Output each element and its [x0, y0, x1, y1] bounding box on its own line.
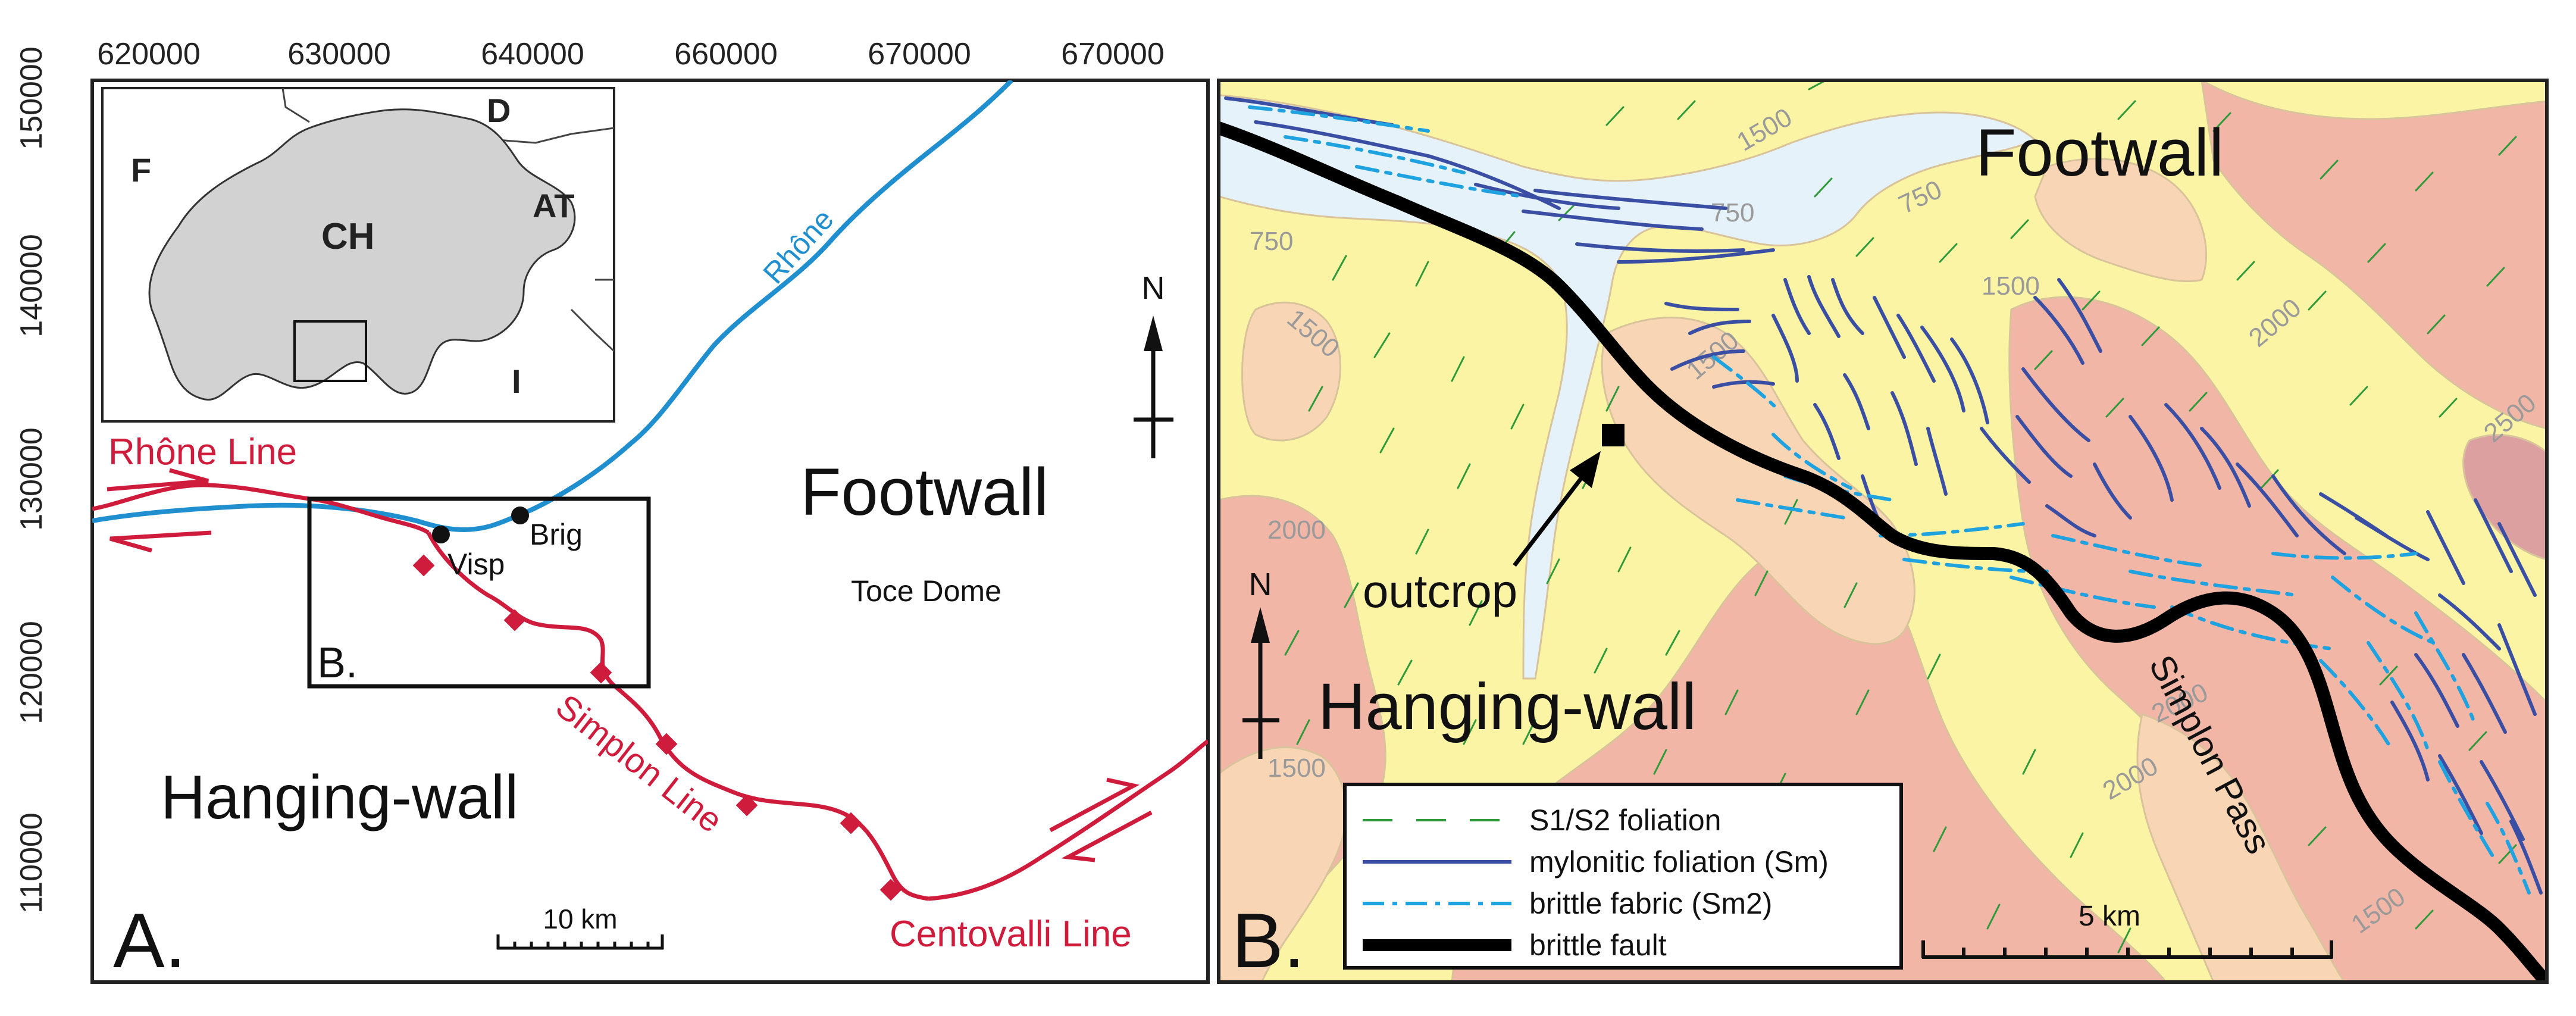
mylonitic-foliation: [1224, 96, 2543, 895]
outcrop-marker: [1602, 424, 1625, 446]
centovalli-line-arrow-upper: [1049, 777, 1140, 833]
panel-a-x-axis: 620000 630000 640000 660000 670000 67000…: [97, 37, 1165, 71]
north-label: N: [1142, 270, 1165, 306]
peach-unit: [2034, 158, 2207, 283]
inset-study-box: [293, 320, 367, 382]
outcrop-label: outcrop: [1363, 565, 1517, 617]
y-tick-label: 130000: [14, 427, 49, 531]
fault-tooth: [412, 554, 435, 577]
fault-tooth: [655, 733, 678, 755]
panel-a: 620000 630000 640000 660000 670000 67000…: [14, 37, 1210, 984]
brig-dot: [511, 507, 529, 524]
visp-dot: [432, 526, 450, 543]
y-tick-label: 110000: [14, 812, 49, 914]
legend-item-brittle-fabric: brittle fabric (Sm2): [1363, 887, 1772, 920]
x-tick-label: 660000: [674, 37, 778, 71]
panel-a-letter: A.: [113, 897, 186, 984]
footwall-label-b: Footwall: [1976, 115, 2224, 190]
legend-item-brittle-fault: brittle fault: [1363, 929, 1667, 962]
outcrop-arrow-head: [1570, 451, 1601, 488]
toce-dome-label: Toce Dome: [851, 574, 1001, 608]
contour-label: 750: [1250, 227, 1293, 256]
panel-b: 1500 750 750 1500 750 1500 2000 2000 250…: [1217, 79, 2549, 984]
rhone-river: [92, 80, 1013, 532]
box-b-label: B.: [317, 639, 358, 687]
footwall-label: Footwall: [800, 455, 1048, 529]
panel-b-frame: [1217, 79, 2549, 984]
inset-label-d: D: [487, 92, 511, 129]
scale-label: 10 km: [543, 904, 617, 934]
hanging-wall-label: Hanging-wall: [161, 763, 518, 832]
inset-border-i: [570, 308, 614, 352]
pink-unit: [1241, 301, 1341, 442]
contour-label: 750: [1711, 198, 1754, 227]
inset-map: F D CH AT I: [101, 87, 615, 423]
peach-unit: [1601, 317, 1915, 645]
y-tick-label: 150000: [14, 46, 49, 150]
switzerland-shape: [148, 108, 576, 401]
x-tick-label: 620000: [97, 37, 201, 71]
legend: S1/S2 foliation mylonitic foliation (Sm)…: [1343, 783, 1903, 970]
panel-a-north-arrow: N: [1134, 270, 1173, 458]
centovalli-line-arrow-lower: [1061, 810, 1153, 862]
inset-label-at: AT: [533, 187, 575, 224]
panel-a-y-axis: 150000 140000 130000 120000 110000: [14, 46, 49, 914]
legend-box: [1343, 783, 1903, 970]
fault-tooth: [503, 609, 526, 632]
inset-label-i: I: [512, 362, 521, 400]
inset-border-d: [281, 88, 310, 123]
inset-label-f: F: [131, 151, 151, 189]
centovalli-line: [928, 739, 1208, 901]
y-tick-label: 120000: [14, 621, 49, 724]
panel-b-scale-bar: 5 km: [1921, 901, 2333, 959]
simplon-line-teeth: [412, 554, 902, 901]
fault-tooth: [735, 794, 758, 817]
panel-b-letter: B.: [1232, 897, 1305, 984]
x-tick-label: 670000: [868, 37, 971, 71]
north-arrow-head: [1144, 315, 1163, 351]
inset-border-at: [496, 127, 614, 144]
contour-label: 1500: [1982, 271, 2040, 301]
legend-label: S1/S2 foliation: [1529, 804, 1721, 837]
contour-label: 1500: [1267, 754, 1326, 783]
rhone-line-arrow-lower: [109, 530, 212, 553]
outcrop-arrow: [1513, 474, 1585, 567]
y-tick-label: 140000: [14, 234, 49, 337]
legend-label: brittle fabric (Sm2): [1529, 887, 1772, 920]
legend-item-s1s2: S1/S2 foliation: [1363, 804, 1721, 837]
brittle-fabric: [1248, 105, 2531, 895]
x-tick-label: 640000: [481, 37, 584, 71]
north-label: N: [1249, 567, 1272, 602]
panel-b-location-box: [307, 496, 651, 689]
contour-label: 2000: [1267, 515, 1326, 545]
fault-tooth: [590, 661, 612, 684]
legend-label: brittle fault: [1529, 929, 1667, 962]
legend-item-mylonitic: mylonitic foliation (Sm): [1363, 845, 1829, 879]
fault-tooth: [879, 879, 902, 901]
brittle-fault: [1219, 121, 2547, 982]
inset-label-ch: CH: [321, 216, 375, 257]
centovalli-line-label: Centovalli Line: [890, 914, 1132, 955]
fault-tooth: [840, 812, 862, 834]
scale-label: 5 km: [2079, 901, 2140, 932]
panel-a-scale-bar: 10 km: [496, 904, 664, 950]
north-arrow-head: [1251, 607, 1270, 643]
x-tick-label: 630000: [287, 37, 391, 71]
dark-pink-unit: [2462, 434, 2547, 561]
x-tick-label: 670000: [1061, 37, 1165, 71]
brig-label: Brig: [530, 518, 583, 551]
hanging-wall-label-b: Hanging-wall: [1318, 670, 1697, 743]
rhone-line: [92, 483, 430, 534]
panel-b-north-arrow: N: [1242, 567, 1279, 759]
visp-label: Visp: [447, 548, 505, 581]
legend-label: mylonitic foliation (Sm): [1529, 845, 1829, 879]
rhone-line-label: Rhône Line: [108, 432, 297, 473]
rhone-line-arrow-upper: [107, 468, 209, 492]
